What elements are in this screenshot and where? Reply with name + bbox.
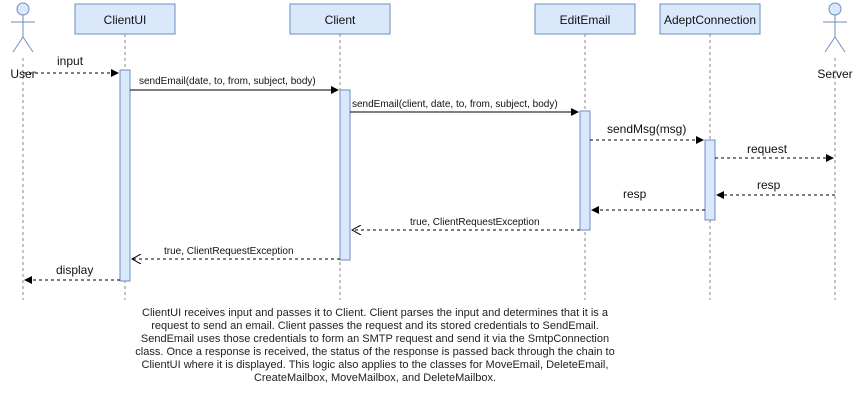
editemail-box [534,3,636,35]
request-label: request [747,142,788,156]
user-actor-icon [11,2,35,53]
adeptconnection-activation [704,139,716,221]
adeptconnection-label: AdeptConnection [664,13,756,27]
clientui-box [74,3,176,35]
send-email-label-1: sendEmail(date, to, from, subject, body) [139,76,316,87]
send-msg-label: sendMsg(msg) [607,122,686,136]
server-actor-label: Server [817,67,852,81]
resp-server-label: resp [757,178,781,192]
editemail-activation [579,110,591,231]
user-actor-label: User [10,67,35,81]
input-label: input [57,54,84,68]
display-label: display [56,263,93,277]
return-client-label: true, ClientRequestException [410,217,540,228]
client-label: Client [325,13,356,27]
diagram-caption: ClientUI receives input and passes it to… [135,307,615,384]
clientui-activation [119,69,131,282]
client-activation [339,89,351,261]
editemail-label: EditEmail [560,13,611,27]
return-clientui-label: true, ClientRequestException [164,246,294,257]
resp-adept-label: resp [623,187,647,201]
send-email-label-2: sendEmail(client, date, to, from, subjec… [352,99,558,110]
clientui-label: ClientUI [104,13,147,27]
server-actor-icon [823,2,847,53]
client-box [289,3,391,35]
adeptconnection-box [659,3,761,35]
